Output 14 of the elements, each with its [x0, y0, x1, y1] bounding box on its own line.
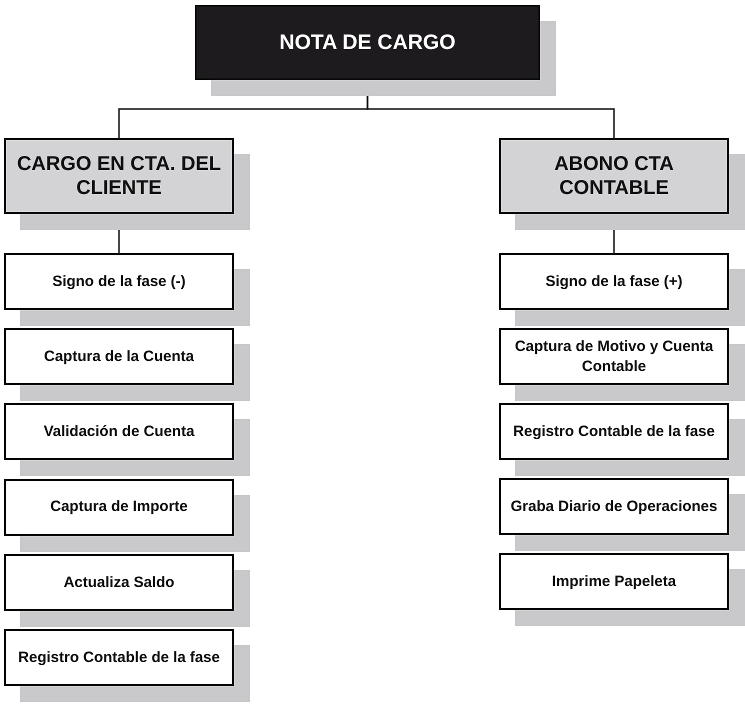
box-label: Captura de Motivo y Cuenta Contable	[514, 337, 714, 376]
box-label: Signo de la fase (-)	[52, 272, 186, 292]
box-label: Validación de Cuenta	[44, 422, 194, 442]
box-label: Imprime Papeleta	[552, 572, 676, 592]
box-label: Registro Contable de la fase	[513, 422, 715, 442]
box-label: Graba Diario de Operaciones	[510, 496, 718, 516]
box-label: Captura de Importe	[50, 497, 188, 517]
box-label: NOTA DE CARGO	[279, 30, 456, 54]
box-label: Signo de la fase (+)	[545, 272, 683, 292]
box-label: CARGO EN CTA. DEL CLIENTE	[16, 152, 222, 200]
box-label: Registro Contable de la fase	[18, 648, 220, 668]
box-label: Captura de la Cuenta	[44, 346, 194, 366]
box-label: ABONO CTA CONTABLE	[553, 152, 675, 200]
box-label: Actualiza Saldo	[64, 572, 174, 592]
